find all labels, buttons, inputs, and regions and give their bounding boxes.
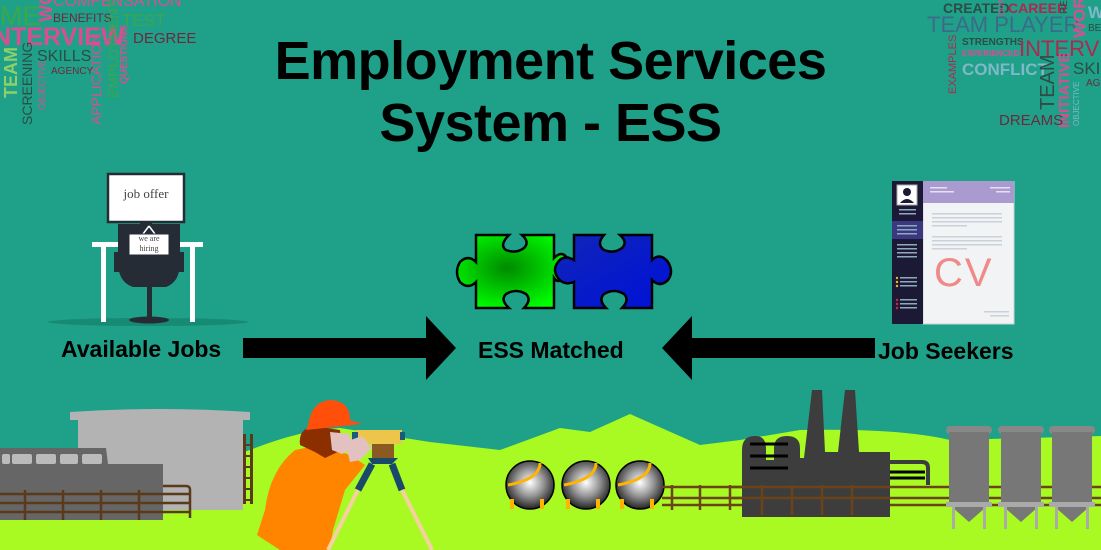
word-cloud-word: STRENGTHS — [962, 37, 1024, 48]
word-cloud-word: CAREER — [1008, 0, 1068, 16]
monitor-text: job offer — [123, 186, 169, 201]
word-cloud-word: AGENCY — [51, 66, 94, 77]
word-cloud-word: SKIL — [1073, 59, 1101, 78]
hiring-sign-line-2: hiring — [139, 244, 159, 253]
word-cloud-word: COMPENSATION — [53, 0, 182, 10]
title-line-1: Employment Services — [274, 31, 827, 91]
word-cloud-word: CONFLICT — [962, 60, 1048, 79]
title-line-2: System - ESS — [379, 93, 722, 153]
job-seekers-label: Job Seekers — [878, 338, 1014, 364]
word-cloud-word: AGE — [1086, 78, 1101, 89]
word-cloud-word: W — [1088, 3, 1101, 22]
word-cloud-word: BENEFITS — [53, 11, 112, 25]
arrow-right-icon — [243, 316, 458, 380]
word-cloud-word: CREATED — [943, 0, 1010, 16]
word-cloud-word: ME — [0, 1, 41, 31]
desk-chair-icon — [48, 172, 248, 326]
ess-matched-label: ESS Matched — [478, 337, 624, 363]
word-cloud-word: DEGREE — [133, 30, 197, 47]
word-cloud-word: DREAMS — [999, 112, 1064, 129]
arrow-left-icon — [660, 316, 876, 380]
puzzle-pieces-icon — [452, 228, 674, 314]
word-cloud-word: INTERVI — [1019, 36, 1101, 61]
page-title: Employment Services System - ESS — [0, 30, 1101, 154]
available-jobs-label: Available Jobs — [61, 336, 222, 362]
word-cloud-word: TEAM PLAYER — [927, 12, 1080, 37]
word-cloud-word: EXPERIENCED — [962, 49, 1020, 58]
word-cloud-word: BE — [1088, 23, 1101, 34]
landscape-scene — [0, 390, 1101, 550]
word-cloud-word: TEST — [122, 11, 166, 30]
job-offer-illustration: job offer we are hiring — [48, 172, 253, 327]
word-cloud-word: INTERVIEW — [0, 23, 125, 51]
hiring-sign-line-1: we are — [138, 234, 160, 243]
cv-document-icon: CV — [892, 181, 1016, 325]
bomb-icons — [505, 460, 665, 510]
word-cloud-word: SKILLS — [37, 48, 92, 65]
industrial-landscape-icon — [0, 390, 1101, 550]
cv-text: CV — [934, 251, 994, 295]
